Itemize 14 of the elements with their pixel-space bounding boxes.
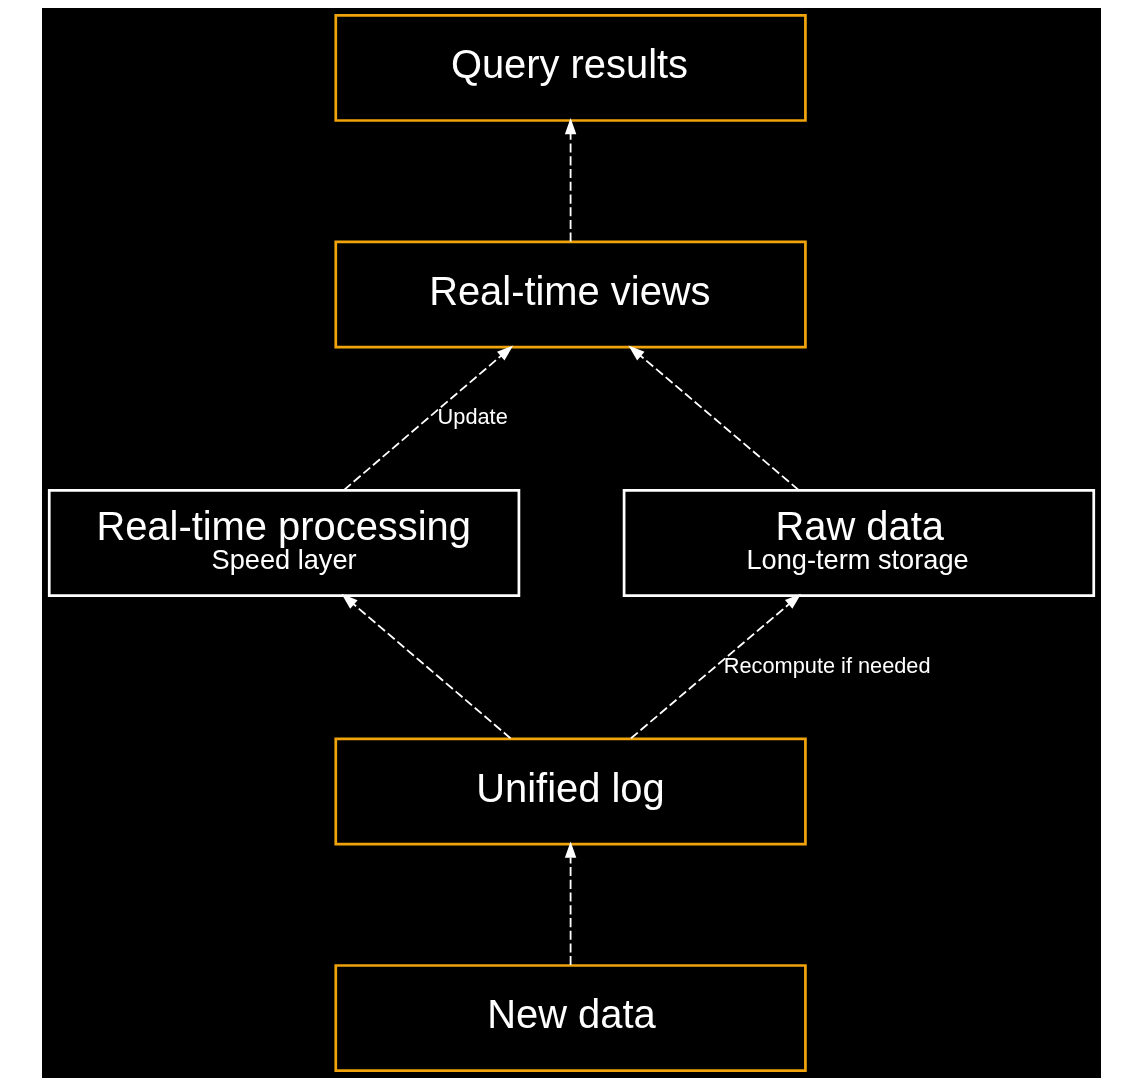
node-box: Query results [334, 13, 807, 122]
edge-label: Update [437, 404, 508, 430]
arrow [628, 345, 800, 491]
node-box: Real-time views [334, 240, 807, 349]
node-box: Raw data Long-term storage [622, 489, 1096, 597]
arrow [341, 593, 512, 740]
arrow [630, 593, 802, 740]
node-box: Real-time processing Speed layer [47, 489, 521, 597]
edge-label: Recompute if needed [723, 652, 931, 678]
arrow [564, 841, 577, 966]
arrow [564, 117, 577, 243]
node-box: Unified log [334, 737, 807, 846]
arrow [343, 345, 514, 491]
node-box: New data [334, 964, 807, 1073]
